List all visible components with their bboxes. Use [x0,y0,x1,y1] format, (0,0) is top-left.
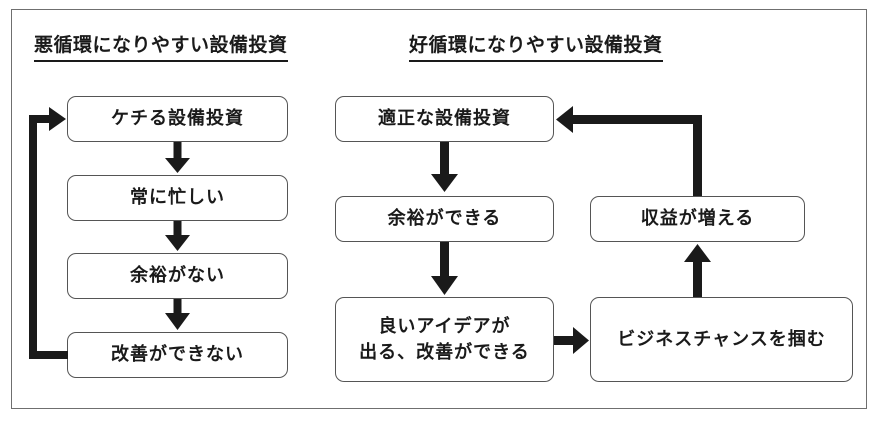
virtuous-cycle-heading: 好循環になりやすい設備投資 [409,34,663,62]
node-cannot-improve-label: 改善ができない [111,344,244,365]
node-proper-investment: 適正な設備投資 [335,96,554,142]
node-always-busy-label: 常に忙しい [130,187,225,208]
node-cannot-improve: 改善ができない [67,332,288,378]
node-revenue-increase: 収益が増える [590,196,805,242]
node-margin-created: 余裕ができる [335,196,554,242]
node-proper-investment-label: 適正な設備投資 [378,108,511,129]
node-no-margin-label: 余裕がない [130,265,225,286]
vicious-cycle-heading: 悪循環になりやすい設備投資 [34,34,288,62]
node-good-ideas-line2: 出る、改善ができる [359,341,530,363]
node-always-busy: 常に忙しい [67,175,288,221]
node-business-chance-label: ビジネスチャンスを掴む [617,328,826,350]
node-revenue-increase-label: 収益が増える [640,208,755,229]
node-good-ideas: 良いアイデアが 出る、改善ができる [335,297,554,382]
node-margin-created-label: 余裕ができる [387,208,502,229]
node-stingy-investment: ケチる設備投資 [67,96,288,142]
node-stingy-investment-label: ケチる設備投資 [111,108,244,129]
node-no-margin: 余裕がない [67,253,288,299]
node-business-chance: ビジネスチャンスを掴む [590,297,853,382]
node-good-ideas-line1: 良いアイデアが [378,315,511,337]
